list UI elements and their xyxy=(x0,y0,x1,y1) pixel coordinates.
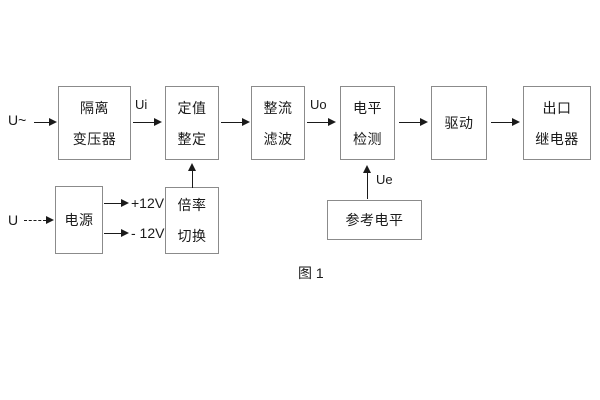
connector-level-to-drive-line xyxy=(399,122,421,123)
block-level-detection: 电平 检测 xyxy=(340,86,395,160)
arrow-ac-input-icon xyxy=(49,118,57,126)
arrow-drive-to-relay-icon xyxy=(512,118,520,126)
connector-rail-negative-line xyxy=(104,233,122,234)
block-drive: 驱动 xyxy=(431,86,487,160)
block-multiplier-switch-line1: 倍率 xyxy=(177,197,207,213)
arrow-transformer-to-setting-icon xyxy=(154,118,162,126)
block-isolation-transformer: 隔离 变压器 xyxy=(58,86,131,160)
input-dc-label: U xyxy=(8,212,19,228)
connector-transformer-to-setting-line xyxy=(133,122,155,123)
block-setting-value: 定值 整定 xyxy=(165,86,219,160)
block-level-detection-line1: 电平 xyxy=(353,99,382,116)
block-rectify-filter-line1: 整流 xyxy=(263,99,293,116)
signal-uo-label: Uo xyxy=(310,97,327,112)
arrow-reference-to-level-icon xyxy=(363,165,371,173)
figure-caption: 图 1 xyxy=(298,265,324,281)
input-ac-label: U~ xyxy=(8,112,27,128)
connector-dc-input-dashed-line xyxy=(24,220,46,221)
signal-ue-label: Ue xyxy=(376,172,393,187)
block-rectify-filter: 整流 滤波 xyxy=(251,86,305,160)
block-reference-level-line1: 参考电平 xyxy=(345,212,404,228)
block-rectify-filter-line2: 滤波 xyxy=(263,130,293,147)
block-reference-level: 参考电平 xyxy=(327,200,422,240)
block-output-relay-line1: 出口 xyxy=(542,99,572,116)
block-setting-value-line1: 定值 xyxy=(177,99,207,116)
connector-rail-positive-line xyxy=(104,203,122,204)
rail-negative-label: - 12V xyxy=(131,225,165,241)
arrow-setting-to-rectify-icon xyxy=(242,118,250,126)
block-isolation-transformer-line1: 隔离 xyxy=(80,99,109,116)
block-power-supply-line1: 电源 xyxy=(64,212,94,228)
block-level-detection-line2: 检测 xyxy=(353,130,382,147)
connector-rectify-to-level-line xyxy=(307,122,329,123)
block-multiplier-switch: 倍率 切换 xyxy=(165,187,219,254)
arrow-level-to-drive-icon xyxy=(420,118,428,126)
block-output-relay-line2: 继电器 xyxy=(535,130,579,147)
block-drive-line1: 驱动 xyxy=(444,115,474,131)
arrow-multiplier-to-setting-icon xyxy=(188,163,196,171)
block-multiplier-switch-line2: 切换 xyxy=(177,228,207,244)
arrow-rail-positive-icon xyxy=(121,199,129,207)
block-power-supply: 电源 xyxy=(55,186,103,254)
connector-ac-input-line xyxy=(34,122,50,123)
block-isolation-transformer-line2: 变压器 xyxy=(72,130,117,147)
connector-drive-to-relay-line xyxy=(491,122,513,123)
block-setting-value-line2: 整定 xyxy=(177,130,207,147)
arrow-dc-input-icon xyxy=(46,216,54,224)
block-output-relay: 出口 继电器 xyxy=(523,86,591,160)
connector-setting-to-rectify-line xyxy=(221,122,243,123)
connector-multiplier-to-setting-line xyxy=(192,170,193,188)
arrow-rectify-to-level-icon xyxy=(328,118,336,126)
connector-reference-to-level-line xyxy=(367,172,368,199)
arrow-rail-negative-icon xyxy=(121,229,129,237)
signal-ui-label: Ui xyxy=(135,97,148,112)
rail-positive-label: +12V xyxy=(131,195,165,211)
